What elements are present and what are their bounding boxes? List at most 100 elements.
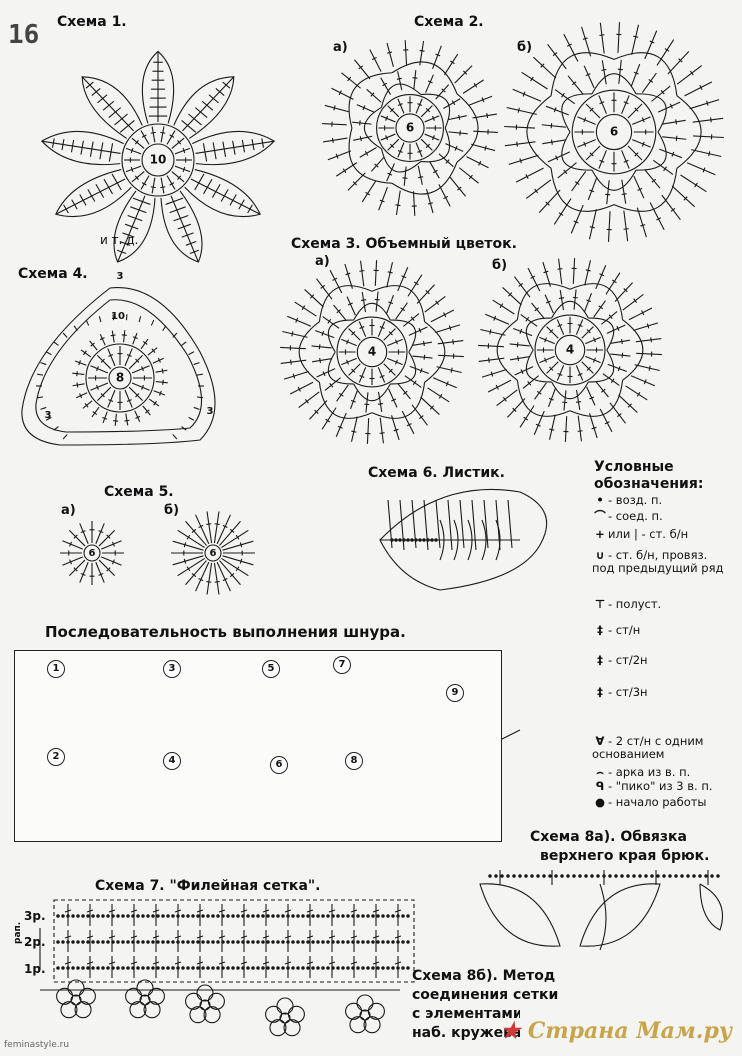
chain-dot	[406, 914, 410, 918]
stitch-crossbar	[585, 73, 591, 77]
radial-stitch	[420, 138, 433, 151]
leaf-outline	[379, 488, 548, 591]
radial-stitch	[424, 133, 440, 141]
radial-stitch	[424, 115, 440, 123]
petal-outline	[327, 302, 417, 402]
stitch-crossbar	[427, 202, 433, 205]
radial-stitch	[123, 330, 126, 343]
radial-stitch	[478, 344, 504, 348]
radial-stitch	[409, 365, 429, 375]
radial-stitch	[581, 26, 592, 57]
stitch-crossbar	[468, 174, 473, 180]
stitch-crossbar	[132, 336, 138, 339]
chain-dot	[398, 538, 402, 542]
chain-dot	[201, 914, 205, 918]
chain-dot	[386, 940, 390, 944]
motif-center	[199, 999, 211, 1011]
chain-dot	[311, 914, 315, 918]
mesh-crossbar	[262, 909, 270, 913]
stitch-crossbar	[549, 366, 554, 371]
mesh-crossbar	[130, 935, 138, 939]
radial-stitch	[404, 375, 422, 388]
legend-symbol: ‡	[597, 653, 603, 667]
chain-dot	[316, 940, 320, 944]
scheme7-row-3: 3р.	[24, 909, 46, 923]
chain-dot	[216, 914, 220, 918]
motif-petal	[143, 1001, 161, 1019]
stitch-crossbar	[558, 212, 564, 216]
radial-stitch	[216, 514, 231, 545]
scheme5-a-label: а)	[61, 503, 76, 518]
chain-dot	[211, 966, 215, 970]
chain-dot	[518, 874, 522, 878]
radial-stitch	[402, 313, 420, 327]
chain-dot	[381, 940, 385, 944]
chain-dot	[341, 914, 345, 918]
chain-dot	[156, 914, 160, 918]
stitch-crossbar	[508, 292, 513, 297]
chain-dot	[106, 940, 110, 944]
legend-text: - соед. п.	[608, 509, 663, 523]
radial-stitch	[429, 161, 440, 179]
radial-stitch	[676, 65, 703, 85]
radial-stitch	[166, 130, 176, 145]
stitch-crossbar	[488, 357, 490, 363]
radial-stitch	[213, 511, 220, 544]
radial-stitch	[294, 301, 317, 317]
chain-dot	[336, 940, 340, 944]
stitch-crossbar	[319, 357, 322, 364]
mesh-crossbar	[64, 961, 72, 965]
chain-dot	[71, 966, 75, 970]
mesh-crossbar	[108, 935, 116, 939]
radial-stitch	[514, 276, 531, 298]
radial-stitch	[531, 302, 545, 320]
chain-dot	[256, 966, 260, 970]
stitch-crossbar	[337, 425, 343, 429]
stitch-crossbar	[395, 359, 398, 365]
radial-stitch	[507, 398, 526, 418]
radial-stitch	[583, 293, 593, 313]
stitch-crossbar	[599, 273, 605, 277]
stitch-crossbar	[417, 149, 423, 153]
scheme3a-flower: 4	[280, 260, 464, 444]
motif-petal	[265, 1005, 283, 1023]
petal-stitch	[169, 206, 186, 214]
stitch-crossbar	[563, 169, 568, 175]
stitch-crossbar	[351, 331, 356, 336]
chain-dot	[716, 874, 720, 878]
radial-stitch	[280, 346, 306, 350]
stitch-crossbar	[586, 366, 591, 371]
chain-dot	[321, 914, 325, 918]
motif-petal	[276, 997, 294, 1015]
stitch-crossbar	[183, 558, 187, 564]
radial-stitch	[618, 394, 638, 413]
radial-stitch	[128, 354, 144, 370]
chain-dot	[488, 874, 492, 878]
chain-dot	[356, 940, 360, 944]
radial-stitch	[386, 42, 394, 67]
stitch-crossbar	[604, 421, 610, 425]
chain-dot	[506, 874, 510, 878]
radial-stitch	[206, 511, 213, 544]
radial-stitch	[219, 520, 241, 546]
stitch-crossbar	[450, 367, 453, 373]
radial-stitch	[361, 291, 367, 313]
stitch-crossbar	[523, 416, 529, 421]
radial-stitch	[632, 139, 651, 148]
petal-stitch	[111, 173, 122, 191]
stitch-crossbar	[169, 182, 175, 186]
radial-stitch	[80, 349, 92, 358]
mesh-crossbar	[64, 935, 72, 939]
chain-dot	[614, 874, 618, 878]
edge-stitch	[162, 325, 167, 332]
radial-stitch	[216, 561, 231, 592]
radial-stitch	[630, 375, 655, 387]
row-number: 3	[45, 410, 52, 421]
radial-stitch	[140, 338, 149, 350]
radial-stitch	[692, 117, 724, 123]
stitch-crossbar	[336, 309, 341, 314]
radial-stitch	[435, 84, 450, 100]
radial-stitch	[651, 85, 671, 102]
legend-symbol: ⌒	[594, 509, 606, 523]
stitch-crossbar	[611, 279, 617, 284]
